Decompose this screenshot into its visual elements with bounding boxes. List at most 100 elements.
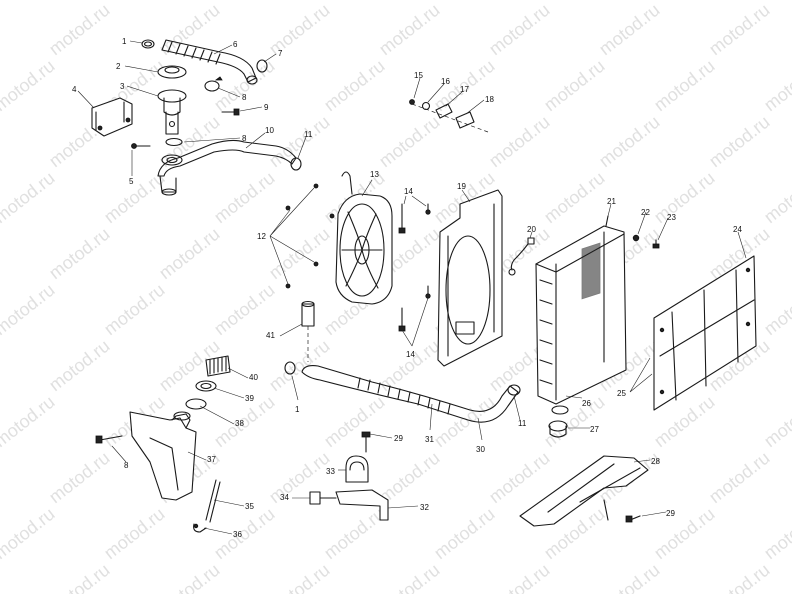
watermark-text: motod.ru	[45, 560, 113, 594]
watermark-text: motod.ru	[265, 336, 333, 396]
watermark-text: motod.ru	[760, 392, 792, 452]
callout-13: 13	[370, 170, 379, 179]
watermark-text: motod.ru	[265, 560, 333, 594]
watermark-text: motod.ru	[320, 504, 388, 564]
watermark-text: motod.ru	[100, 168, 168, 228]
fan-switch-20	[508, 237, 535, 276]
leader-lines	[77, 40, 747, 535]
screw-8-bottle	[95, 435, 123, 444]
watermark-text: motod.ru	[540, 0, 608, 3]
callout-31: 31	[425, 435, 434, 444]
clip-15-18-group	[409, 99, 489, 133]
callout-21: 21	[607, 197, 616, 206]
hose-clamp-1-low	[284, 361, 296, 375]
callout-4: 4	[72, 85, 77, 94]
watermark-text: motod.ru	[760, 0, 792, 3]
watermark-text: motod.ru	[375, 336, 443, 396]
callout-27: 27	[590, 425, 599, 434]
overflow-bottle-37	[129, 411, 197, 501]
watermark-text: motod.ru	[705, 560, 773, 594]
watermark-text: motod.ru	[595, 0, 663, 59]
hose-clamp-11-top	[290, 157, 302, 171]
mount-bracket-28	[519, 455, 649, 527]
watermark-text: motod.ru	[540, 168, 608, 228]
grommet-27	[548, 420, 568, 438]
watermark-text: motod.ru	[650, 504, 718, 564]
watermark-text: motod.ru	[320, 392, 388, 452]
watermark-text: motod.ru	[155, 224, 223, 284]
watermark-text: motod.ru	[265, 112, 333, 172]
radiator-21	[535, 215, 627, 415]
watermark-text: motod.ru	[100, 280, 168, 340]
watermark-text: motod.ru	[0, 56, 58, 116]
callout-10: 10	[265, 126, 274, 135]
watermark-text: motod.ru	[0, 0, 58, 3]
watermark-text: motod.ru	[650, 168, 718, 228]
watermark-text: motod.ru	[0, 448, 3, 508]
callout-39: 39	[245, 394, 254, 403]
watermark-text: motod.ru	[485, 112, 553, 172]
callout-9-top: 9	[264, 103, 269, 112]
watermark-text: motod.ru	[45, 224, 113, 284]
watermark-text: motod.ru	[0, 280, 58, 340]
elbow-41	[301, 300, 315, 362]
callout-29-mid: 29	[394, 434, 403, 443]
watermark-text: motod.ru	[100, 0, 168, 3]
callout-1-low: 1	[295, 405, 300, 414]
thermostat-3	[157, 89, 187, 135]
callout-11-low: 11	[518, 419, 527, 428]
callout-37: 37	[207, 455, 216, 464]
callout-25: 25	[617, 389, 626, 398]
watermark-text: motod.ru	[430, 0, 498, 3]
callout-6: 6	[233, 40, 238, 49]
callout-14-top: 14	[404, 187, 413, 196]
gasket-39	[195, 380, 217, 392]
watermark-text: motod.ru	[0, 112, 3, 172]
clamp-33	[345, 455, 369, 483]
cooling-fan-13	[329, 171, 393, 305]
clamp-36	[193, 523, 207, 533]
fan-shroud-19	[437, 189, 503, 367]
watermark-text: motod.ru	[45, 0, 113, 59]
callout-29-right: 29	[666, 509, 675, 518]
callout-8-top: 8	[242, 93, 247, 102]
callout-33: 33	[326, 467, 335, 476]
callout-24: 24	[733, 225, 742, 234]
watermark-text: motod.ru	[705, 0, 773, 59]
watermark-text: motod.ru	[485, 0, 553, 59]
watermark-text: motod.ru	[0, 224, 3, 284]
callout-34: 34	[280, 493, 289, 502]
radiator-screen-24	[653, 255, 757, 411]
watermark-text: motod.ru	[760, 168, 792, 228]
callout-36: 36	[233, 530, 242, 539]
watermark-text: motod.ru	[0, 504, 58, 564]
seal-38	[185, 398, 207, 410]
watermark-text: motod.ru	[0, 560, 3, 594]
fasteners-22-23	[632, 234, 660, 249]
screws-14	[398, 203, 431, 332]
callout-35: 35	[245, 502, 254, 511]
watermark-text: motod.ru	[0, 168, 58, 228]
washer-8-low	[161, 154, 183, 166]
callout-8-mid: 8	[242, 134, 247, 143]
watermark-text: motod.ru	[485, 448, 553, 508]
bolt-5	[131, 143, 151, 149]
long-hose-31	[301, 365, 519, 423]
hose-clamp-8-top	[204, 76, 223, 92]
callout-20: 20	[527, 225, 536, 234]
callout-16: 16	[441, 77, 450, 86]
watermark-text: motod.ru	[0, 392, 58, 452]
watermark-text: motod.ru	[705, 448, 773, 508]
vent-tube-35	[205, 479, 221, 523]
watermark-text: motod.ru	[540, 56, 608, 116]
bolt-34	[309, 491, 337, 505]
callout-numbers: 1 2 3 4 5 6 7 8 9 8 10 11 12 13 14 14 15…	[72, 37, 742, 539]
callout-15: 15	[414, 71, 423, 80]
callout-19: 19	[457, 182, 466, 191]
oring-8-mid	[165, 137, 183, 147]
bracket-4	[91, 97, 133, 137]
watermark-text: motod.ru	[375, 560, 443, 594]
callout-32: 32	[420, 503, 429, 512]
